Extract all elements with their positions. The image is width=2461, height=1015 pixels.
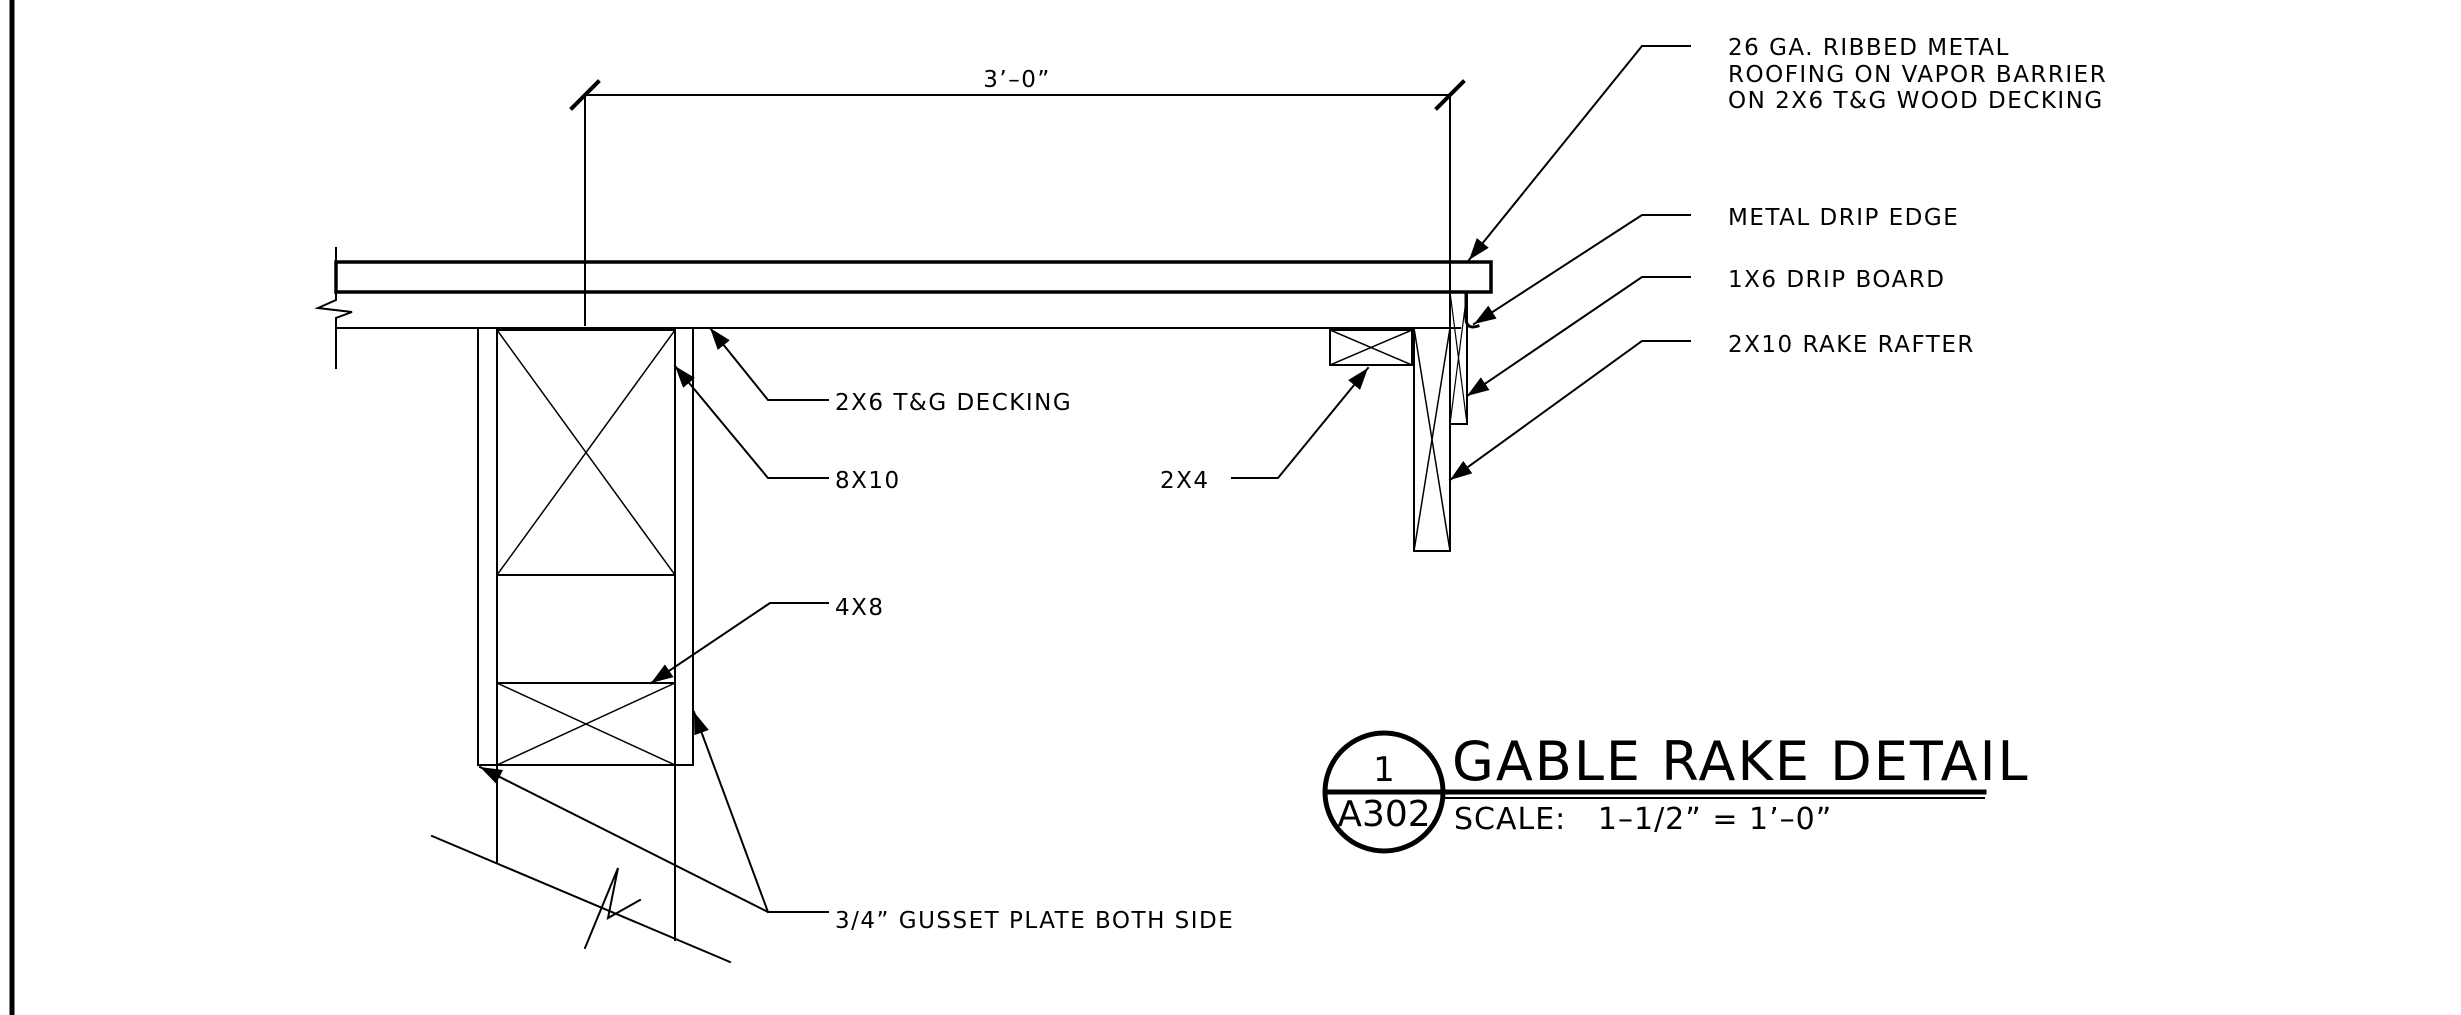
rake-rafter-2x10 bbox=[1413, 327, 1451, 552]
callout-roofing-line-2: ROOFING ON VAPOR BARRIER bbox=[1728, 62, 2107, 88]
callout-decking: 2X6 T&G DECKING bbox=[835, 390, 1072, 416]
callout-roofing-line-3: ON 2X6 T&G WOOD DECKING bbox=[1728, 88, 2104, 114]
brace-4x8 bbox=[496, 682, 676, 766]
dimension-line: 3’–0” bbox=[569, 67, 1466, 326]
callout-rake-rafter: 2X10 RAKE RAFTER bbox=[1728, 332, 1975, 358]
callout-brace: 4X8 bbox=[835, 595, 885, 621]
callout-beam: 8X10 bbox=[835, 468, 901, 494]
nailer-2x4 bbox=[1329, 329, 1413, 366]
break-line-bottom bbox=[583, 867, 642, 950]
detail-title: GABLE RAKE DETAIL bbox=[1452, 730, 2030, 793]
detail-number: 1 bbox=[1373, 750, 1395, 790]
callout-roofing-line-1: 26 GA. RIBBED METAL bbox=[1728, 35, 2010, 61]
leaders-left bbox=[478, 326, 1370, 914]
dimension-label: 3’–0” bbox=[983, 67, 1051, 93]
callout-drip-edge: METAL DRIP EDGE bbox=[1728, 205, 1959, 231]
title-block: 1 A302 GABLE RAKE DETAIL SCALE: 1–1/2” =… bbox=[1322, 730, 2030, 854]
break-line-left bbox=[314, 247, 353, 369]
leaders-right bbox=[1448, 45, 1691, 482]
beam-8x10 bbox=[496, 329, 676, 576]
rake-end-assembly bbox=[1329, 290, 1480, 552]
callout-gusset: 3/4” GUSSET PLATE BOTH SIDE bbox=[835, 908, 1234, 934]
callout-drip-board: 1X6 DRIP BOARD bbox=[1728, 267, 1946, 293]
metal-drip-edge bbox=[1464, 290, 1480, 329]
callout-nailer: 2X4 bbox=[1160, 468, 1210, 494]
roof-assembly bbox=[314, 247, 1493, 369]
metal-roofing-panel bbox=[334, 260, 1493, 294]
post-assembly bbox=[430, 328, 732, 964]
drip-board-1x6 bbox=[1449, 291, 1468, 425]
sheet-number: A302 bbox=[1337, 794, 1430, 835]
detail-scale: SCALE: 1–1/2” = 1’–0” bbox=[1454, 802, 1832, 837]
